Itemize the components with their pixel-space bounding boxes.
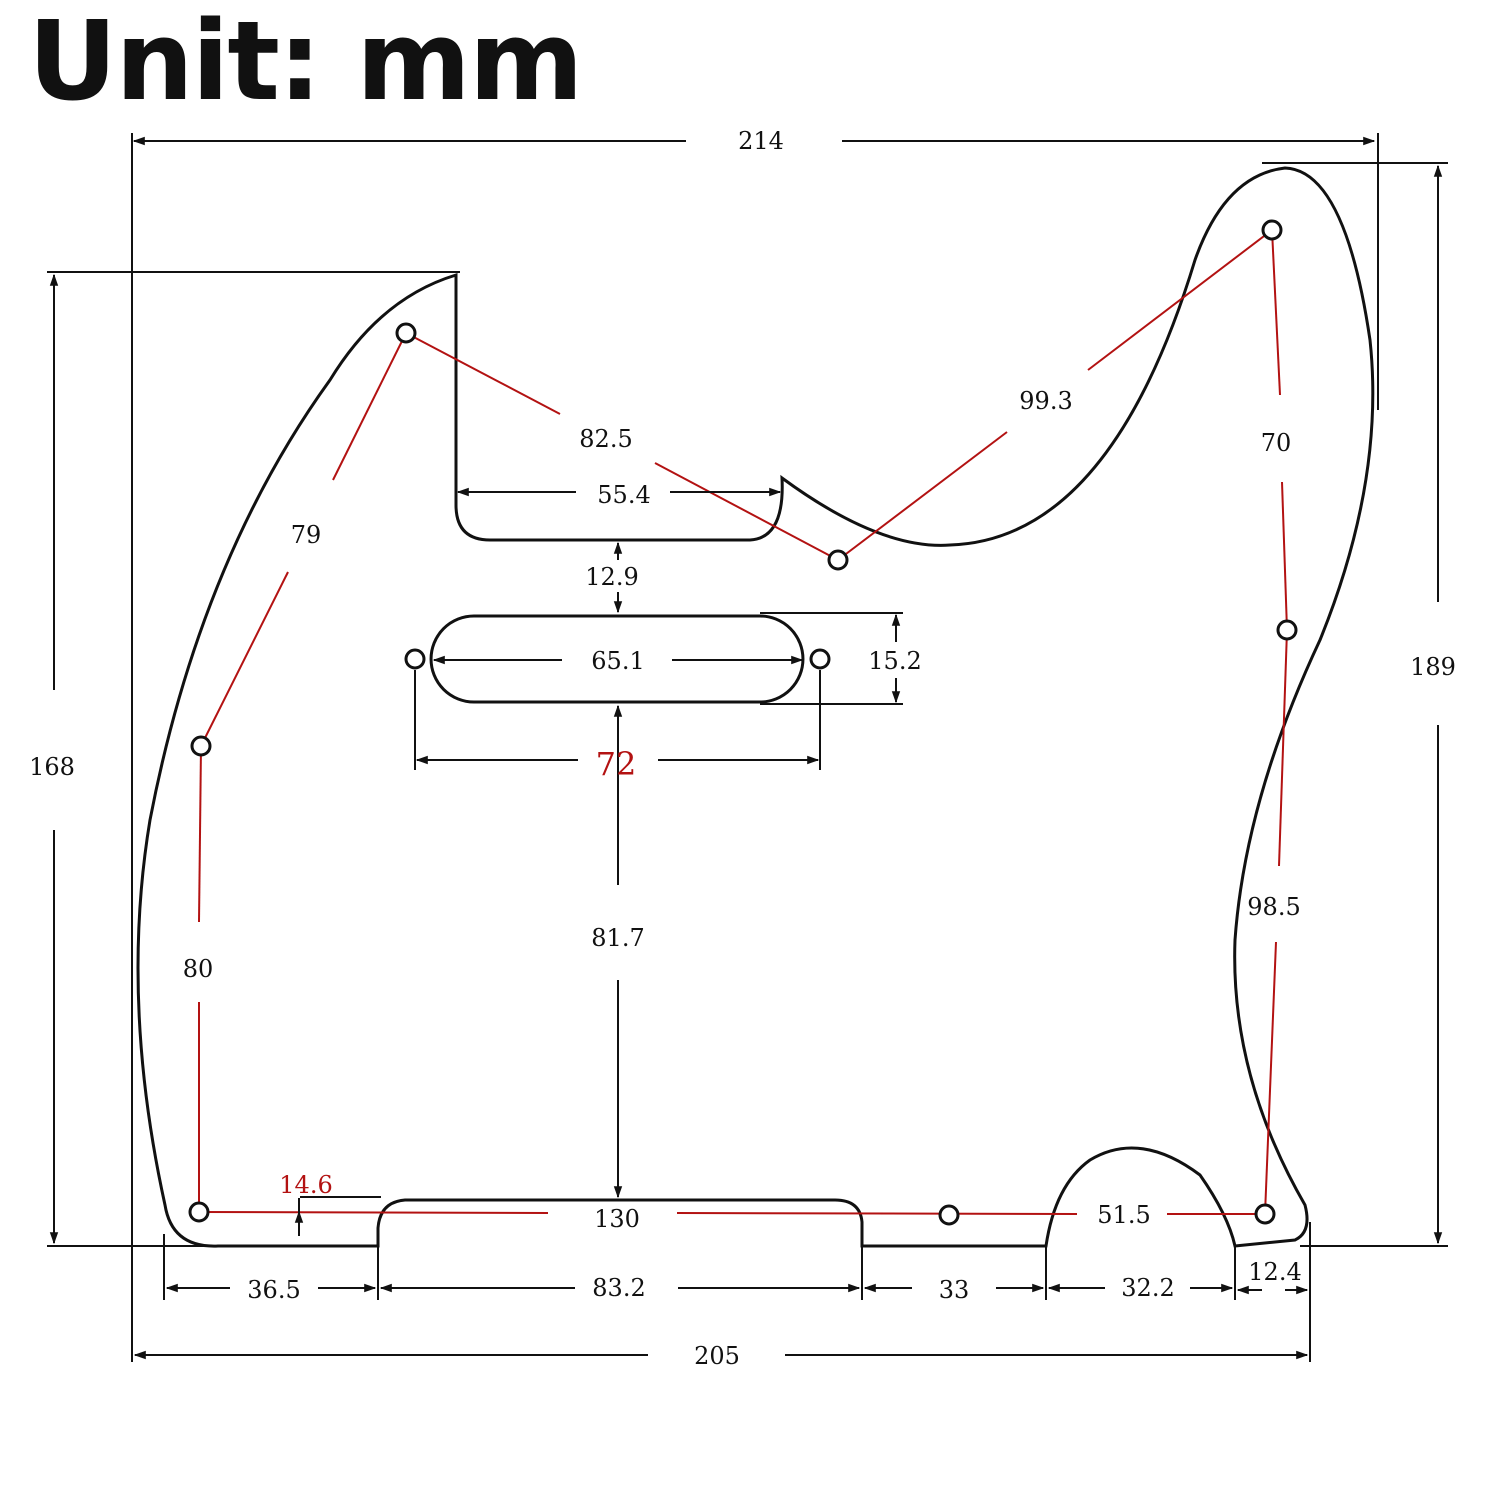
link-82-5-a	[405, 332, 561, 415]
dimension-lines	[49, 136, 1443, 1360]
label-72: 72	[596, 745, 637, 783]
label-98-5: 98.5	[1247, 893, 1300, 921]
screw-hole	[938, 1204, 960, 1226]
label-65-1: 65.1	[591, 647, 644, 675]
label-99-3: 99.3	[1019, 387, 1072, 415]
pickup-slot	[429, 614, 805, 704]
label-83-2: 83.2	[592, 1274, 645, 1302]
pickup-mount-hole	[404, 648, 426, 670]
body-outline	[136, 166, 1375, 1248]
link-82-5-b	[654, 462, 839, 561]
label-79: 79	[291, 521, 322, 549]
label-189: 189	[1410, 653, 1456, 681]
extension-lines	[47, 133, 1448, 1362]
link-bottom-a	[198, 1211, 549, 1214]
dimension-labels: 214 205 168 189 55.4 12.9 65.1 15.2 72 8…	[29, 127, 1456, 1370]
screw-hole	[188, 1201, 210, 1223]
link-79-a	[332, 332, 407, 481]
link-98-5-b	[1264, 941, 1277, 1215]
screw-hole	[827, 549, 849, 571]
link-70-b	[1281, 481, 1288, 631]
label-14-6: 14.6	[279, 1171, 332, 1199]
hole-links	[198, 229, 1288, 1215]
pickup-mount-hole	[809, 648, 831, 670]
screw-hole	[1261, 219, 1283, 241]
label-15-2: 15.2	[868, 647, 921, 675]
link-80-a	[198, 745, 202, 923]
label-80: 80	[183, 955, 214, 983]
link-99-3-b	[1087, 229, 1273, 371]
link-bottom-b	[676, 1212, 1078, 1215]
link-79-b	[200, 571, 289, 747]
label-51-5: 51.5	[1097, 1201, 1150, 1229]
label-70: 70	[1261, 429, 1292, 457]
pickguard-outline	[136, 166, 1375, 1248]
screw-hole	[1254, 1203, 1276, 1225]
link-99-3-a	[837, 431, 1008, 561]
label-32-2: 32.2	[1121, 1274, 1174, 1302]
label-12-4: 12.4	[1248, 1258, 1301, 1286]
link-70-a	[1271, 229, 1281, 396]
screw-holes	[188, 219, 1298, 1226]
screw-hole	[395, 322, 417, 344]
label-168: 168	[29, 753, 75, 781]
label-214: 214	[738, 127, 784, 155]
unit-title: Unit: mm	[28, 0, 583, 125]
screw-hole	[1276, 619, 1298, 641]
label-55-4: 55.4	[597, 481, 650, 509]
label-205: 205	[694, 1342, 740, 1370]
label-36-5: 36.5	[247, 1276, 300, 1304]
link-98-5-a	[1278, 629, 1288, 867]
label-81-7: 81.7	[591, 924, 644, 952]
label-82-5: 82.5	[579, 425, 632, 453]
label-130: 130	[594, 1205, 640, 1233]
screw-hole	[190, 735, 212, 757]
label-12-9: 12.9	[585, 563, 638, 591]
label-33: 33	[939, 1276, 970, 1304]
